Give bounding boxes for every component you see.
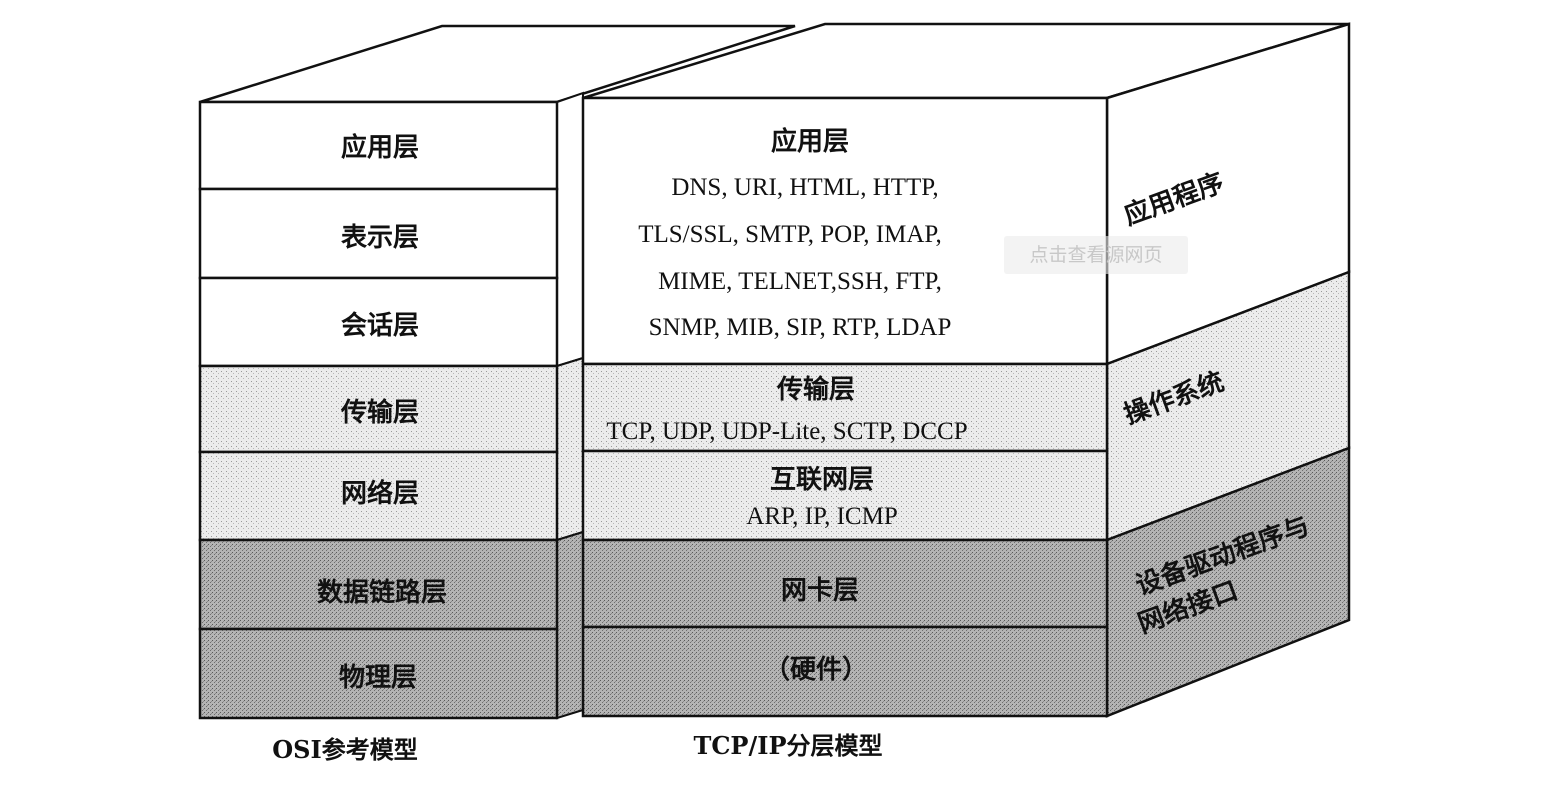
tcpip-app-protocols-line-4: SNMP, MIB, SIP, RTP, LDAP [649, 314, 952, 341]
osi-layer-network [198, 450, 559, 542]
osi-side-face-dark [556, 530, 584, 720]
tcpip-label-transport: 传输层 [776, 374, 855, 405]
osi-layer-physical [198, 627, 559, 720]
tcpip-label-hardware: （硬件） [764, 655, 868, 685]
osi-box: 应用层 表示层 会话层 传输层 网络层 数据链路层 物理层 [198, 24, 796, 720]
osi-layer-datalink [198, 538, 559, 631]
tcpip-app-protocols-line-3: MIME, TELNET,SSH, FTP, [658, 268, 942, 295]
tcpip-app-protocols-line-1: DNS, URI, HTML, HTTP, [671, 174, 938, 201]
tcpip-label-application: 应用层 [771, 126, 849, 157]
tcpip-box: 应用层 DNS, URI, HTML, HTTP, TLS/SSL, SMTP,… [581, 22, 1351, 718]
tcpip-label-internet: 互联网层 [770, 465, 874, 495]
tcpip-internet-protocols: ARP, IP, ICMP [746, 503, 897, 530]
osi-label-session: 会话层 [341, 311, 419, 341]
tcpip-layer-hardware [581, 625, 1109, 718]
osi-label-presentation: 表示层 [341, 223, 419, 253]
osi-layer-application [198, 100, 559, 191]
osi-layer-transport [198, 364, 559, 454]
osi-label-application: 应用层 [341, 132, 419, 163]
osi-layer-presentation [198, 187, 559, 280]
osi-label-network: 网络层 [341, 478, 419, 509]
tcpip-label-link: 网卡层 [781, 576, 859, 606]
osi-side-face-white [556, 91, 584, 368]
osi-label-transport: 传输层 [340, 397, 419, 428]
osi-label-datalink: 数据链路层 [317, 577, 447, 608]
tcpip-transport-protocols: TCP, UDP, UDP-Lite, SCTP, DCCP [606, 418, 967, 445]
tcpip-layer-application [581, 96, 1109, 366]
view-source-watermark[interactable]: 点击查看源网页 [1004, 236, 1188, 274]
osi-label-physical: 物理层 [339, 663, 417, 693]
osi-caption: OSI参考模型 [272, 735, 417, 764]
tcpip-app-protocols-line-2: TLS/SSL, SMTP, POP, IMAP, [638, 221, 942, 248]
tcpip-layer-link [581, 538, 1109, 629]
tcpip-layer-transport [581, 362, 1109, 453]
osi-side-face-light [556, 356, 584, 542]
tcpip-caption: TCP/IP分层模型 [693, 731, 882, 760]
